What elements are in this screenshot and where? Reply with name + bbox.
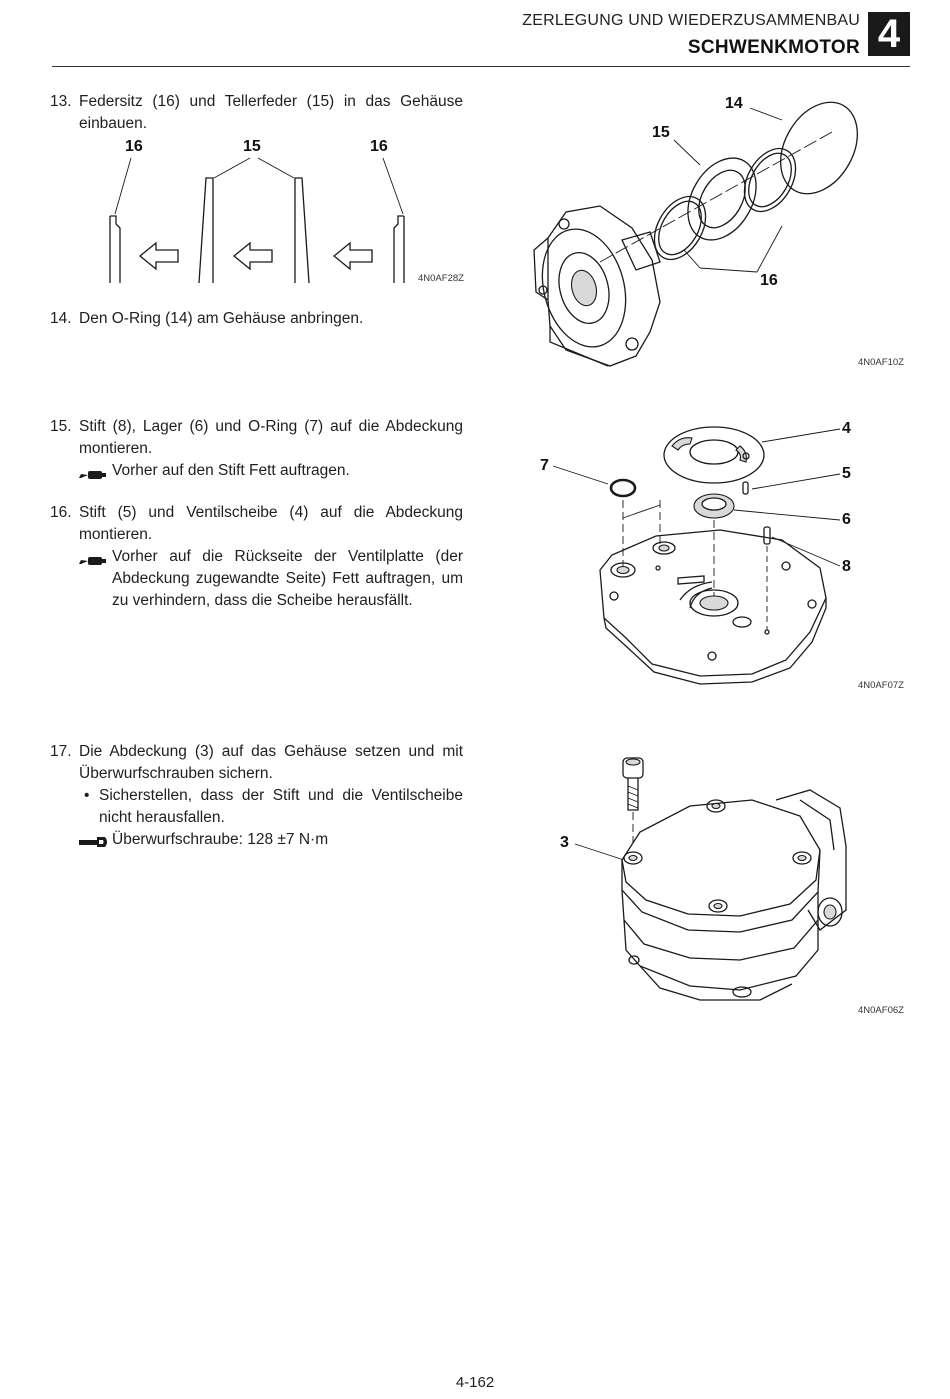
grease-note: Vorher auf die Rückseite der Ventilplatt… <box>79 546 463 612</box>
callout-15: 15 <box>652 124 670 141</box>
step-text: Den O-Ring (14) am Gehäuse anbringen. <box>79 310 364 327</box>
step-17: 17. Die Abdeckung (3) auf das Gehäuse se… <box>50 741 463 851</box>
step-13: 13. Federsitz (16) und Tellerfeder (15) … <box>50 91 463 135</box>
step-text: Die Abdeckung (3) auf das Gehäuse setzen… <box>79 743 463 782</box>
torque-note-text: Überwurfschraube: 128 ±7 N·m <box>112 831 329 848</box>
figure-code: 4N0AF06Z <box>858 1005 904 1016</box>
bullet-dot-icon: • <box>84 787 90 804</box>
page-number: 4-162 <box>455 1374 495 1391</box>
callout-15: 15 <box>243 138 261 155</box>
callout-8: 8 <box>842 558 851 575</box>
figure-code: 4N0AF07Z <box>858 680 904 691</box>
callout-6: 6 <box>842 511 851 528</box>
chapter-number-badge: 4 <box>868 12 910 56</box>
callout-14: 14 <box>725 95 743 112</box>
step-text: Stift (5) und Ventilscheibe (4) auf die … <box>79 504 463 543</box>
step-number: 14. <box>50 310 72 327</box>
figure-code: 4N0AF28Z <box>418 273 464 284</box>
header-divider <box>52 66 910 67</box>
step-number: 16. <box>50 504 72 521</box>
step-number: 15. <box>50 418 72 435</box>
callout-5: 5 <box>842 465 851 482</box>
step-14: 14. Den O-Ring (14) am Gehäuse anbringen… <box>50 308 463 330</box>
callout-3: 3 <box>560 834 569 851</box>
grease-note-text: Vorher auf den Stift Fett auftragen. <box>112 462 350 479</box>
step-text: Stift (8), Lager (6) und O-Ring (7) auf … <box>79 418 463 457</box>
grease-note: Vorher auf den Stift Fett auftragen. <box>79 460 463 482</box>
section-title: ZERLEGUNG UND WIEDERZUSAMMENBAU <box>522 12 860 29</box>
step-15: 15. Stift (8), Lager (6) und O-Ring (7) … <box>50 416 463 482</box>
torque-note: Überwurfschraube: 128 ±7 N·m <box>79 829 463 851</box>
bullet-note: • Sicherstellen, dass der Stift und die … <box>79 785 463 829</box>
callout-4: 4 <box>842 420 851 437</box>
figure-code: 4N0AF10Z <box>858 357 904 368</box>
step-16: 16. Stift (5) und Ventilscheibe (4) auf … <box>50 502 463 612</box>
callout-7: 7 <box>540 457 549 474</box>
callout-16-right: 16 <box>370 138 388 155</box>
step-number: 17. <box>50 743 72 760</box>
grease-note-text: Vorher auf die Rückseite der Ventilplatt… <box>112 548 463 609</box>
grease-gun-icon <box>79 552 107 574</box>
bullet-text: Sicherstellen, dass der Stift und die Ve… <box>99 787 463 826</box>
step-number: 13. <box>50 93 72 110</box>
wrench-icon <box>79 833 109 855</box>
step-text: Federsitz (16) und Tellerfeder (15) in d… <box>79 93 463 132</box>
callout-16: 16 <box>760 272 778 289</box>
chapter-title: SCHWENKMOTOR <box>687 37 860 58</box>
grease-gun-icon <box>79 466 107 488</box>
callout-16-left: 16 <box>125 138 143 155</box>
